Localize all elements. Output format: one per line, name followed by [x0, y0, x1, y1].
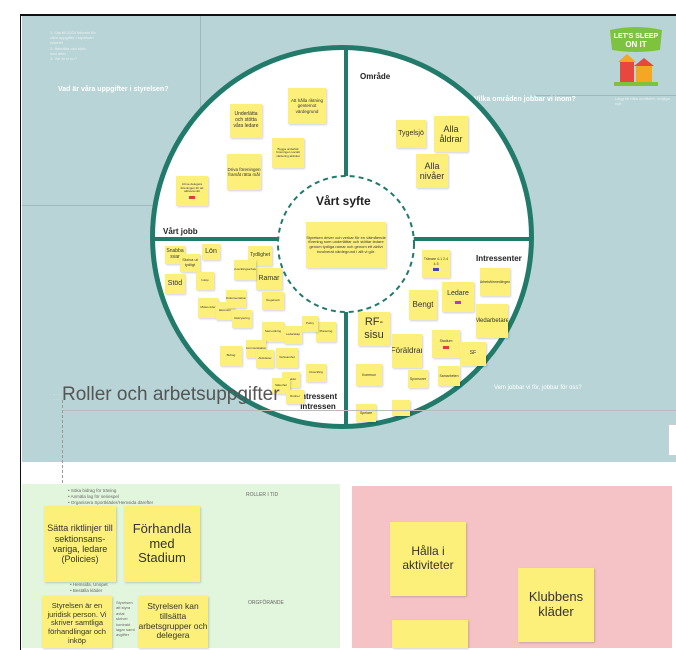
center-title: Vårt syfte — [316, 194, 371, 208]
sticky-note[interactable]: Säkerhet — [272, 378, 290, 394]
sticky-note[interactable]: Alla nivåer — [416, 154, 448, 188]
sticky-note[interactable]: Underlätta och stötta våra ledare — [230, 104, 262, 138]
sticky-note[interactable]: Medarbetare — [476, 304, 508, 338]
sticky-note[interactable]: Driva föreningen framåt rätta mål — [227, 154, 261, 190]
sticky-note[interactable]: Klubbens kläder — [518, 568, 594, 642]
sticky-note[interactable]: Dokumentation — [226, 290, 246, 308]
purple-marker — [455, 300, 461, 304]
roles-list-2: • Hemsida, Unopet • Beställa kläder — [70, 582, 108, 594]
sticky-note[interactable]: RF-sisu — [358, 312, 390, 346]
sticky-note[interactable]: Kommun — [356, 364, 382, 386]
sticky-note[interactable]: Rutiner — [286, 390, 304, 404]
sticky-note[interactable]: Samordning — [262, 322, 284, 342]
quadrant-intressenter: Intressenter — [476, 254, 522, 263]
sticky-note[interactable]: Ledarskap — [284, 326, 302, 344]
sticky-note[interactable]: Sponsorer — [408, 370, 428, 388]
left-bottom-small: · ·· ·· ·· ·· ··· — [50, 392, 62, 403]
quadrant-omrade: Område — [360, 72, 391, 81]
purpose-note[interactable]: Styrelsen driver och verkar för en välmå… — [306, 222, 386, 268]
sticky-note[interactable]: Regelverk — [262, 292, 284, 310]
quadrant-vart-jobb: Vårt jobb — [163, 227, 198, 236]
quadrant-intressent-intressen: Intressent intressen — [298, 392, 338, 412]
sticky-note[interactable]: Alla åldrar — [434, 116, 468, 152]
sticky-note[interactable]: Utvecklingsarbete — [234, 260, 256, 280]
sticky-note[interactable]: Styrelsen är en juridisk person. Vi skri… — [42, 596, 112, 648]
sticky-note[interactable]: Att hålla riktning gentemot värdegrund — [288, 88, 326, 124]
sticky-note[interactable]: Förhandla med Stadium — [124, 506, 200, 582]
sticky-note[interactable]: Mötes-tider — [198, 298, 218, 318]
section-heading: Roller och arbetsuppgifter — [62, 384, 280, 405]
roles-header: ROLLER I TID — [246, 492, 279, 498]
roles-small-text: Styrelsen att styra avtal skriver kontra… — [116, 600, 135, 638]
sticky-note[interactable] — [392, 620, 468, 648]
sticky-note[interactable]: Spelare — [356, 404, 376, 422]
sticky-note[interactable]: Stadium — [432, 330, 460, 358]
bottom-question: Vem jobbar vi för, jobbar för oss? — [494, 385, 582, 391]
sticky-note[interactable]: SF — [460, 342, 486, 366]
sticky-note[interactable]: Ramar — [256, 268, 282, 290]
left-question: Vad är våra uppgifter i styrelsen? — [58, 86, 169, 93]
sticky-note[interactable]: Styrelsen kan tillsätta arbetsgrupper oc… — [138, 596, 208, 648]
sticky-note[interactable]: Att se delegera föreningen för att aktiv… — [176, 176, 208, 206]
sticky-note[interactable]: Sätta riktlinjer till sektionsans-variga… — [44, 506, 116, 582]
sticky-note[interactable]: Stöd — [165, 274, 185, 294]
sticky-note[interactable]: Lön — [202, 244, 220, 260]
sticky-note[interactable]: Bidrag — [220, 346, 242, 366]
lets-sleep-on-it-logo: LET'S SLEEP ON IT — [606, 24, 666, 94]
blue-marker — [433, 267, 439, 271]
logo-line2: ON IT — [625, 40, 646, 49]
right-small-text: Lägg till vilka områden, möjliga nytt — [615, 96, 670, 107]
sticky-note[interactable]: Utveckling — [306, 364, 326, 382]
red-marker — [189, 195, 195, 199]
sticky-note[interactable]: Policy — [302, 316, 318, 332]
sticky-note[interactable]: Arbetsförmedlingen — [480, 268, 510, 296]
roles-header-2: ORGFÖRANDE — [248, 600, 284, 606]
grid-line — [22, 205, 162, 206]
sticky-note[interactable]: Bengt — [409, 290, 437, 320]
sticky-note[interactable]: Bygga underlätt föreningen socialt värde… — [272, 138, 304, 168]
sticky-note[interactable]: Rekrytering — [232, 310, 252, 328]
roles-list: • Söka bidrag för träning • Anmäla lag f… — [68, 488, 154, 506]
red-marker — [443, 345, 449, 349]
sticky-note[interactable]: Föräldrar — [392, 334, 422, 368]
sticky-note[interactable]: Verksamhet — [276, 348, 298, 368]
sticky-note[interactable]: Tränare 4-1 2-4 4-5 — [422, 250, 450, 278]
sticky-note[interactable] — [392, 400, 410, 416]
left-instructions: 1. Läs till 2024 tidsram för våra uppgif… — [50, 30, 96, 61]
right-question: Vilka områden jobbar vi inom? — [474, 96, 576, 103]
sticky-note[interactable]: Samarbeten — [438, 366, 460, 386]
logo-line1: LET'S SLEEP — [614, 33, 659, 40]
grid-line — [535, 95, 676, 96]
side-tab[interactable] — [668, 424, 676, 456]
sticky-note[interactable]: Planering — [316, 322, 336, 342]
sticky-note[interactable]: Skriva ut tydligt — [180, 254, 200, 272]
section-divider — [62, 410, 676, 411]
sticky-note[interactable]: Inköp — [196, 272, 214, 290]
sticky-note[interactable]: Hålla i aktiviteter — [390, 522, 466, 596]
sticky-note[interactable]: Aktiviteter — [256, 350, 274, 368]
board-frame — [20, 14, 676, 650]
sticky-note[interactable]: Ledare — [442, 282, 474, 312]
sticky-note[interactable]: Tygelsjö — [396, 120, 426, 148]
